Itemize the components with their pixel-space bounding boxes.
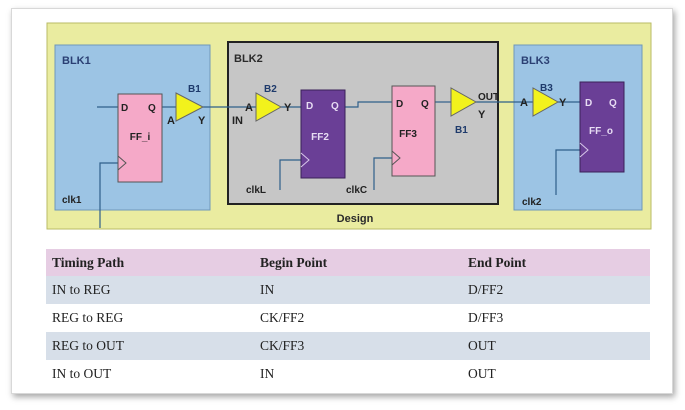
ff-o-q-pin: Q [609,98,617,109]
clk2-label: clk2 [522,197,542,208]
timing-path-table: Timing Path Begin Point End Point IN to … [46,249,650,388]
buffer-out-name: B1 [455,125,468,136]
buffer-b2-a-pin: A [245,102,253,114]
ff-o-cell [579,81,625,173]
buffer-b3-a-pin: A [520,97,528,109]
buffer-out-y-pin: Y [478,109,486,121]
ff-i-name: FF_i [130,132,151,143]
buffer-b2-y-pin: Y [284,102,292,114]
blk3-label: BLK3 [521,55,550,67]
cell-timing-path: REG to REG [46,304,254,332]
ff-i-q-pin: Q [148,103,156,114]
cell-timing-path: REG to OUT [46,332,254,360]
buffer-b1-y-pin: Y [198,115,206,127]
buffer-b3 [532,87,560,117]
header-end-point: End Point [462,249,650,276]
header-begin-point: Begin Point [254,249,462,276]
ff2-d-pin: D [306,101,313,112]
ff2-cell [300,89,346,179]
ff-i-clock-mark [117,155,127,171]
cell-end-point: OUT [462,360,650,388]
cell-begin-point: CK/FF3 [254,332,462,360]
ff2-name: FF2 [311,132,329,143]
ff-o-d-pin: D [585,98,592,109]
ff2-clock-mark [300,152,310,168]
cell-end-point: OUT [462,332,650,360]
ff2-q-pin: Q [331,101,339,112]
wire-clk1 [99,162,118,228]
ff3-q-pin: Q [421,99,429,110]
buffer-b1-a-pin: A [167,115,175,127]
table-row: IN to REG IN D/FF2 [46,276,650,304]
clk1-label: clk1 [62,195,82,206]
buffer-b1 [175,92,205,122]
wire-clk2 [555,149,580,195]
ff-i-cell [117,93,163,183]
blk1-label: BLK1 [62,55,91,67]
ff3-d-pin: D [396,99,403,110]
ff3-name: FF3 [399,129,417,140]
cell-end-point: D/FF2 [462,276,650,304]
ff3-clock-mark [391,150,401,166]
header-timing-path: Timing Path [46,249,254,276]
table-row: REG to REG CK/FF2 D/FF3 [46,304,650,332]
ff-i-d-pin: D [121,103,128,114]
blk2-box [227,41,499,205]
ff3-cell [391,85,436,177]
cell-begin-point: IN [254,276,462,304]
cell-begin-point: IN [254,360,462,388]
buffer-out [450,87,478,117]
buffer-b3-name: B3 [540,83,553,94]
wire-clkL [279,159,301,190]
ff-o-clock-mark [579,142,589,158]
buffer-b3-y-pin: Y [559,97,567,109]
table-row: REG to OUT CK/FF3 OUT [46,332,650,360]
wire-clkC [373,157,392,190]
clk-l-label: clkL [246,185,266,196]
table-header-row: Timing Path Begin Point End Point [46,249,650,276]
cell-begin-point: CK/FF2 [254,304,462,332]
buffer-b2 [255,92,283,122]
blk2-label: BLK2 [234,53,263,65]
port-in-label: IN [232,115,243,127]
wire-ff2-ff3 [345,101,392,108]
cell-timing-path: IN to REG [46,276,254,304]
table-row: IN to OUT IN OUT [46,360,650,388]
cell-end-point: D/FF3 [462,304,650,332]
buffer-b2-name: B2 [264,84,277,95]
cell-timing-path: IN to OUT [46,360,254,388]
port-out-label: OUT [478,92,499,103]
buffer-b1-name: B1 [188,84,201,95]
ff-o-name: FF_o [589,126,613,137]
design-label: Design [337,213,374,225]
clk-c-label: clkC [346,185,367,196]
